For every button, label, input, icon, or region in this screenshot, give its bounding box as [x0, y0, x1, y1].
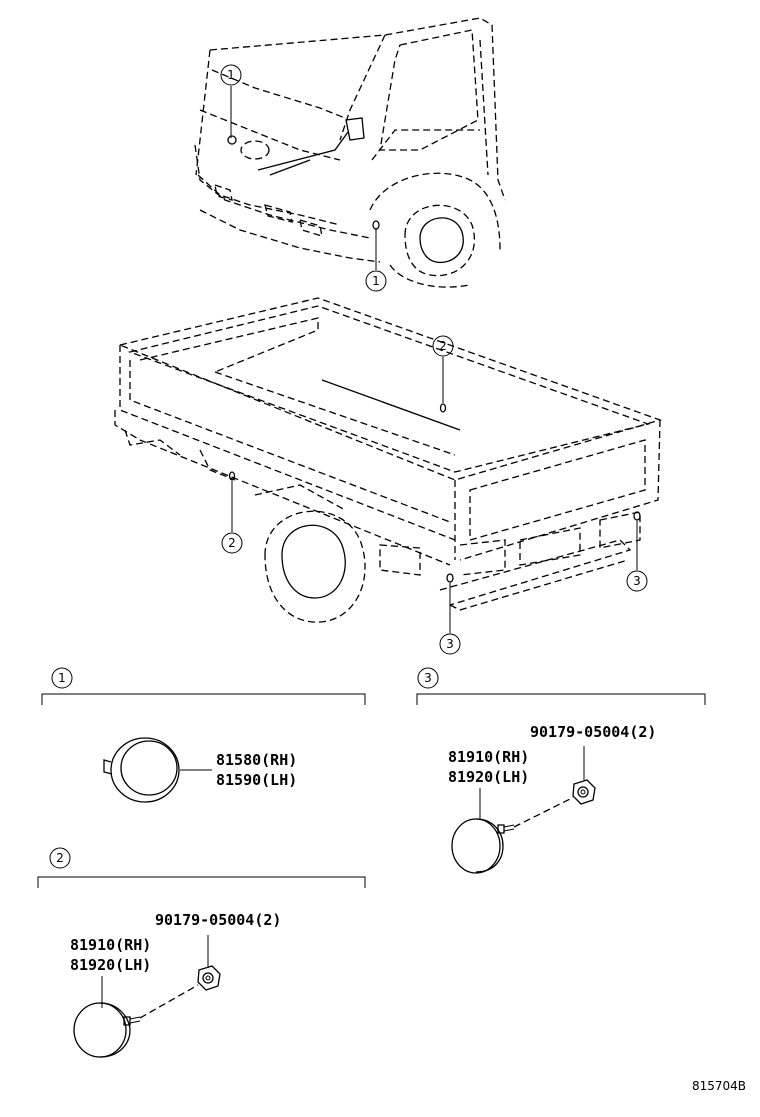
callout-2-bed-floor: 2: [432, 335, 454, 357]
truck-cab-illustration: [194, 17, 506, 288]
truck-bed-illustration: [114, 297, 663, 633]
callout-label: 1: [227, 68, 235, 82]
callout-1-cab-side: 1: [365, 270, 387, 292]
part-number-90179-05004: 90179-05004(2): [155, 911, 281, 929]
callout-2-bed-side: 2: [221, 532, 243, 554]
part-number-81580: 81580(RH): [216, 751, 297, 769]
callout-label: 2: [439, 339, 447, 353]
flange-nut-icon: [572, 779, 596, 805]
section-2-detail: 2 90179-05004(2) 81910(RH) 81920(LH): [37, 847, 366, 1058]
part-number-81920: 81920(LH): [448, 768, 529, 786]
part-number-81590: 81590(LH): [216, 771, 297, 789]
section-1-detail: 1 81580(RH) 81590(LH): [41, 667, 366, 803]
round-reflector-icon: [451, 818, 515, 874]
callout-label: 1: [372, 274, 380, 288]
section-3-marker: 3: [424, 671, 432, 685]
callout-3-rear-left: 3: [439, 633, 461, 655]
side-marker-lamp-icon: [103, 737, 180, 803]
part-number-90179-05004: 90179-05004(2): [530, 723, 656, 741]
callout-label: 3: [633, 574, 641, 588]
round-reflector-icon: [73, 1002, 141, 1058]
callout-1-cab-front: 1: [220, 64, 242, 86]
section-3-detail: 3 90179-05004(2) 81910(RH) 81920(LH): [416, 667, 706, 874]
callout-label: 3: [446, 637, 454, 651]
callout-label: 2: [228, 536, 236, 550]
section-1-marker: 1: [58, 671, 66, 685]
flange-nut-icon: [197, 965, 221, 991]
part-number-81910: 81910(RH): [448, 748, 529, 766]
part-number-81910: 81910(RH): [70, 936, 151, 954]
callout-3-rear-right: 3: [626, 570, 648, 592]
diagram-code: 815704B: [692, 1079, 746, 1093]
section-2-marker: 2: [56, 851, 64, 865]
part-number-81920: 81920(LH): [70, 956, 151, 974]
